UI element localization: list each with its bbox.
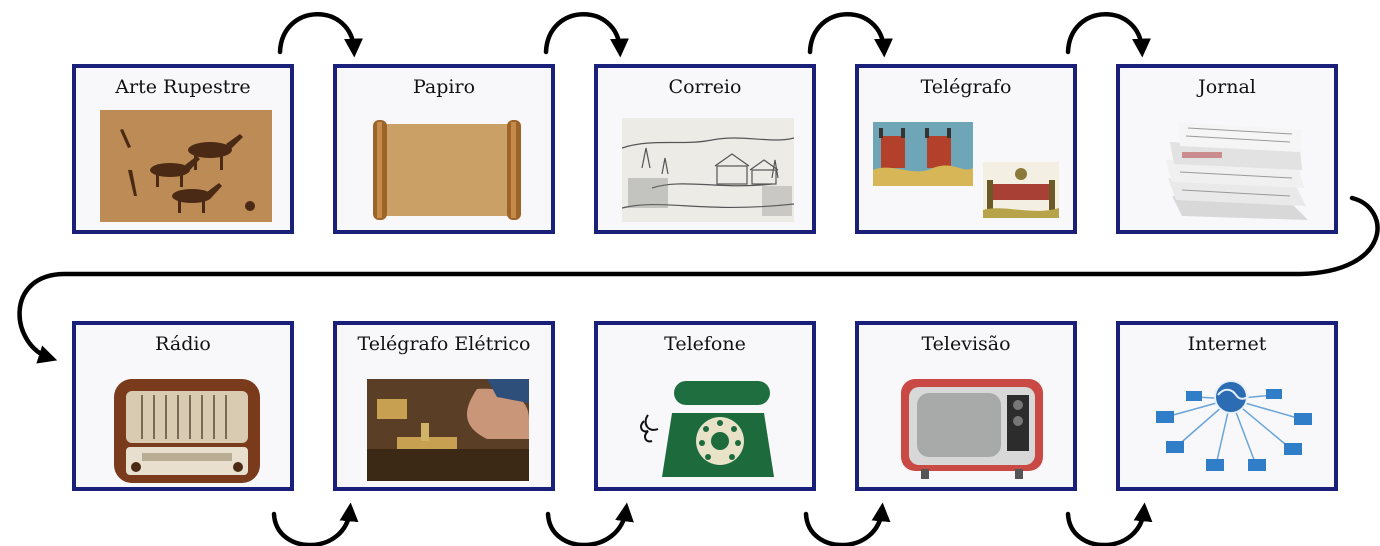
card-internet: Internet: [1116, 321, 1338, 491]
cave-painting-icon: [100, 110, 272, 222]
card-label: Jornal: [1198, 76, 1256, 98]
telegraph-key-icon: [367, 379, 529, 481]
card-jornal: Jornal: [1116, 64, 1338, 234]
card-label: Rádio: [155, 333, 211, 355]
arrow-6-7: [271, 502, 359, 546]
card-telegrafo: Telégrafo: [855, 64, 1077, 234]
card-telefone: Telefone: [594, 321, 816, 491]
card-label: Internet: [1187, 333, 1267, 355]
arrow-1-2: [277, 12, 363, 58]
card-televisao: Televisão: [855, 321, 1077, 491]
semaphore-scene-icon: [983, 162, 1059, 218]
card-label: Telégrafo Elétrico: [357, 333, 531, 355]
papyrus-scroll-icon: [373, 120, 521, 220]
card-label: Televisão: [921, 333, 1011, 355]
network-globe-icon: [1156, 380, 1312, 471]
card-label: Arte Rupestre: [115, 76, 251, 98]
arrow-2-3: [543, 12, 629, 58]
semaphore-telegraph-icon: [873, 122, 973, 186]
village-sketch-icon: [622, 118, 794, 222]
card-label: Telégrafo: [920, 76, 1012, 98]
card-telegrafo-eletrico: Telégrafo Elétrico: [333, 321, 555, 491]
card-correio: Correio: [594, 64, 816, 234]
card-label: Papiro: [412, 76, 476, 98]
television-icon: [901, 379, 1043, 479]
card-arte-rupestre: Arte Rupestre: [72, 64, 294, 234]
newspaper-stack-icon: [1166, 122, 1308, 220]
card-label: Correio: [668, 76, 742, 98]
arrow-3-4: [807, 12, 893, 58]
card-label: Telefone: [664, 333, 746, 355]
arrow-9-10: [1065, 502, 1153, 546]
card-papiro: Papiro: [333, 64, 555, 234]
arrow-5-6: [17, 195, 1380, 364]
rotary-phone-icon: [640, 381, 774, 477]
card-radio: Rádio: [72, 321, 294, 491]
arrow-7-8: [545, 502, 634, 546]
arrow-8-9: [803, 502, 891, 546]
radio-icon: [114, 379, 260, 483]
arrow-4-5: [1065, 12, 1151, 58]
